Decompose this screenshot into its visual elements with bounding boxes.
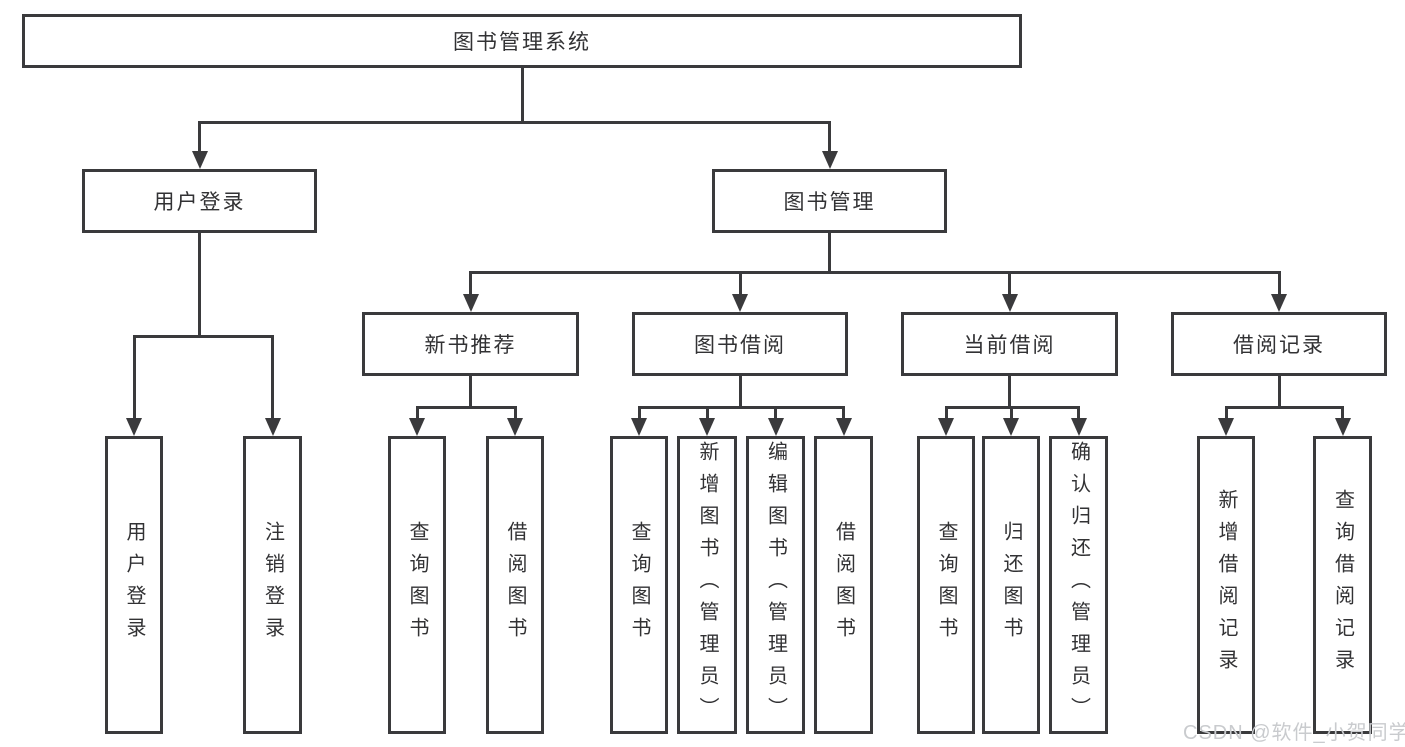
node-user-login-label: 用户登录 [153,191,246,214]
node-user-login-leaf-label: 用户登录 [123,521,145,649]
arrow-down-icon [264,418,281,436]
node-logout-leaf: 注销登录 [243,436,302,734]
node-borrow-books-1-label: 借阅图书 [504,521,526,649]
node-query-borrowing-record: 查询借阅记录 [1313,436,1372,734]
node-add-borrowing-record: 新增借阅记录 [1197,436,1255,734]
connector-branch-line [132,335,274,338]
node-book-management-label: 图书管理 [783,191,876,214]
arrow-down-icon [821,151,838,169]
arrow-down-icon [462,294,479,312]
connector-branch-line [198,121,831,124]
node-new-book-recommendation: 新书推荐 [362,312,579,376]
connector-stem-line [828,233,831,274]
connector-drop-line [637,406,641,420]
arrow-down-icon [126,418,142,436]
node-borrowing-records-label: 借阅记录 [1233,334,1325,357]
connector-drop-line [1277,271,1281,296]
node-book-borrowing: 图书借阅 [632,312,848,376]
connector-stem-line [1277,376,1281,409]
node-system-root-label: 图书管理系统 [453,31,591,54]
arrow-down-icon [732,294,748,312]
connector-drop-line [1077,406,1080,420]
node-logout-leaf-label: 注销登录 [261,521,284,649]
connector-drop-line [1008,271,1011,296]
connector-drop-line [774,406,777,420]
node-user-login: 用户登录 [82,169,317,233]
connector-stem-line [1008,376,1011,409]
node-query-books-2: 查询图书 [610,436,668,734]
node-book-borrowing-label: 图书借阅 [694,334,786,357]
node-system-root: 图书管理系统 [22,14,1022,68]
arrow-down-icon [1218,418,1234,436]
node-query-books-2-label: 查询图书 [628,521,650,649]
arrow-down-icon [409,418,425,436]
connector-drop-line [1341,406,1344,420]
arrow-down-icon [699,418,715,436]
node-borrow-books-2-label: 借阅图书 [832,521,855,649]
connector-drop-line [705,406,709,420]
arrow-down-icon [835,418,852,436]
connector-branch-line [469,271,1281,274]
node-book-management: 图书管理 [712,169,947,233]
connector-drop-line [415,406,419,420]
arrow-down-icon [191,151,208,169]
node-query-books-3: 查询图书 [917,436,975,734]
connector-drop-line [513,406,517,420]
connector-drop-line [842,406,845,420]
connector-drop-line [132,335,136,420]
arrow-down-icon [1003,418,1019,436]
node-query-books-3-label: 查询图书 [935,521,957,649]
node-add-books-admin: 新增图书（管理员） [677,436,737,734]
node-return-books-label: 归还图书 [1000,521,1022,649]
watermark: CSDN @软件_小贺同学 [1183,722,1405,744]
node-current-borrowing-label: 当前借阅 [963,334,1056,357]
connector-drop-line [1009,406,1013,420]
node-confirm-return-admin: 确认归还（管理员） [1049,436,1108,734]
connector-stem-line [469,376,472,409]
node-add-borrowing-record-label: 新增借阅记录 [1215,489,1237,681]
arrow-down-icon [1070,418,1087,436]
node-borrow-books-2: 借阅图书 [814,436,873,734]
connector-stem-line [738,376,742,409]
node-query-books-1: 查询图书 [388,436,446,734]
arrow-down-icon [1001,294,1018,312]
arrow-down-icon [938,418,954,436]
node-borrowing-records: 借阅记录 [1171,312,1387,376]
connector-drop-line [1224,406,1228,420]
node-query-books-1-label: 查询图书 [406,521,428,649]
node-return-books: 归还图书 [982,436,1040,734]
connector-drop-line [738,271,742,296]
connector-drop-line [271,335,274,420]
connector-branch-line [637,406,845,409]
connector-drop-line [828,121,831,153]
arrow-down-icon [631,418,647,436]
connector-branch-line [415,406,517,409]
arrow-down-icon [767,418,784,436]
node-current-borrowing: 当前借阅 [901,312,1118,376]
node-edit-books-admin: 编辑图书（管理员） [746,436,805,734]
connector-stem-line [198,233,201,338]
arrow-down-icon [507,418,523,436]
node-user-login-leaf: 用户登录 [105,436,163,734]
connector-drop-line [469,271,472,296]
node-query-borrowing-record-label: 查询借阅记录 [1331,489,1354,681]
node-new-book-recommendation-label: 新书推荐 [424,334,517,357]
connector-drop-line [944,406,948,420]
arrow-down-icon [1334,418,1351,436]
node-add-books-admin-label: 新增图书（管理员） [696,441,718,729]
connector-branch-line [1224,406,1344,409]
node-confirm-return-admin-label: 确认归还（管理员） [1067,441,1090,729]
node-edit-books-admin-label: 编辑图书（管理员） [764,441,787,729]
arrow-down-icon [1271,294,1287,312]
connector-drop-line [198,121,201,153]
node-borrow-books-1: 借阅图书 [486,436,544,734]
connector-stem-line [520,68,524,124]
